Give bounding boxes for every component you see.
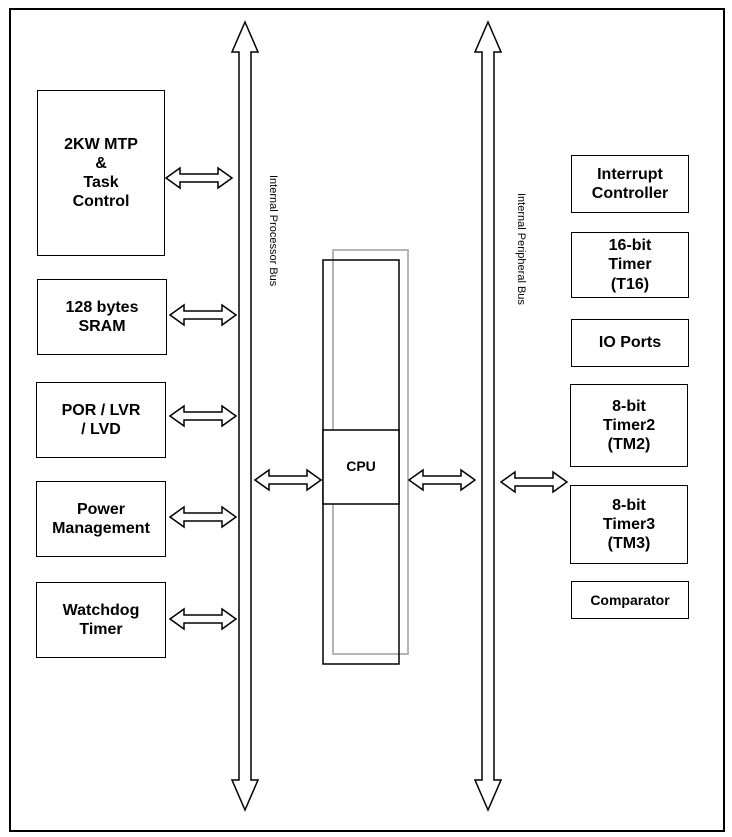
mtp-line-4: Control [72,193,130,211]
io-ports-block: IO Ports [571,319,689,367]
interrupt-line-1: Interrupt [597,165,663,183]
timer2-line-3: (TM2) [607,436,651,454]
interrupt-controller-block: Interrupt Controller [571,155,689,213]
processor-bus-label: Internal Processor Bus [267,175,279,287]
power-line-2: Management [52,520,150,537]
outer-border [9,8,725,832]
mtp-task-control-block: 2KW MTP & Task Control [37,90,165,256]
sram-line-2: SRAM [78,318,126,335]
peripheral-io-arrow [499,470,569,494]
cpu-peripheral-arrow [407,468,477,492]
sram-line-1: 128 bytes [65,298,139,316]
processor-cpu-arrow [253,468,323,492]
power-bus-arrow [168,505,238,529]
cpu-label: CPU [346,458,376,474]
watchdog-timer-block: Watchdog Timer [36,582,166,658]
sram-block: 128 bytes SRAM [37,279,167,355]
peripheral-bus-arrow [473,20,503,812]
comparator-line-1: Comparator [590,591,670,608]
timer2-block: 8-bit Timer2 (TM2) [570,384,688,467]
por-line-2: / LVD [81,421,121,438]
timer3-line-2: Timer3 [602,515,656,533]
mtp-bus-arrow [164,166,234,190]
por-lvr-lvd-block: POR / LVR / LVD [36,382,166,458]
watchdog-line-2: Timer [79,621,123,638]
sram-bus-arrow [168,303,238,327]
timer3-block: 8-bit Timer3 (TM3) [570,485,688,564]
watchdog-line-1: Watchdog [62,601,140,619]
timer16-block: 16-bit Timer (T16) [571,232,689,298]
peripheral-bus-label: Internal Peripheral Bus [515,193,527,305]
timer2-line-2: Timer2 [602,416,656,434]
timer16-line-2: Timer [608,256,652,274]
power-line-1: Power [76,500,125,518]
mtp-line-1: 2KW MTP [64,135,138,153]
processor-bus-arrow [230,20,260,812]
interrupt-line-2: Controller [591,185,669,202]
timer16-line-1: 16-bit [608,237,652,255]
comparator-block: Comparator [571,581,689,619]
mtp-line-2: & [95,154,107,172]
timer16-line-3: (T16) [610,275,650,293]
io-line-1: IO Ports [598,334,662,352]
power-management-block: Power Management [36,481,166,557]
por-bus-arrow [168,404,238,428]
timer2-line-1: 8-bit [612,397,646,415]
watchdog-bus-arrow [168,607,238,631]
timer3-line-1: 8-bit [612,496,646,514]
timer3-line-3: (TM3) [607,535,651,553]
cpu-box [322,429,400,505]
mtp-line-3: Task [83,174,119,191]
por-line-1: POR / LVR [61,401,141,419]
